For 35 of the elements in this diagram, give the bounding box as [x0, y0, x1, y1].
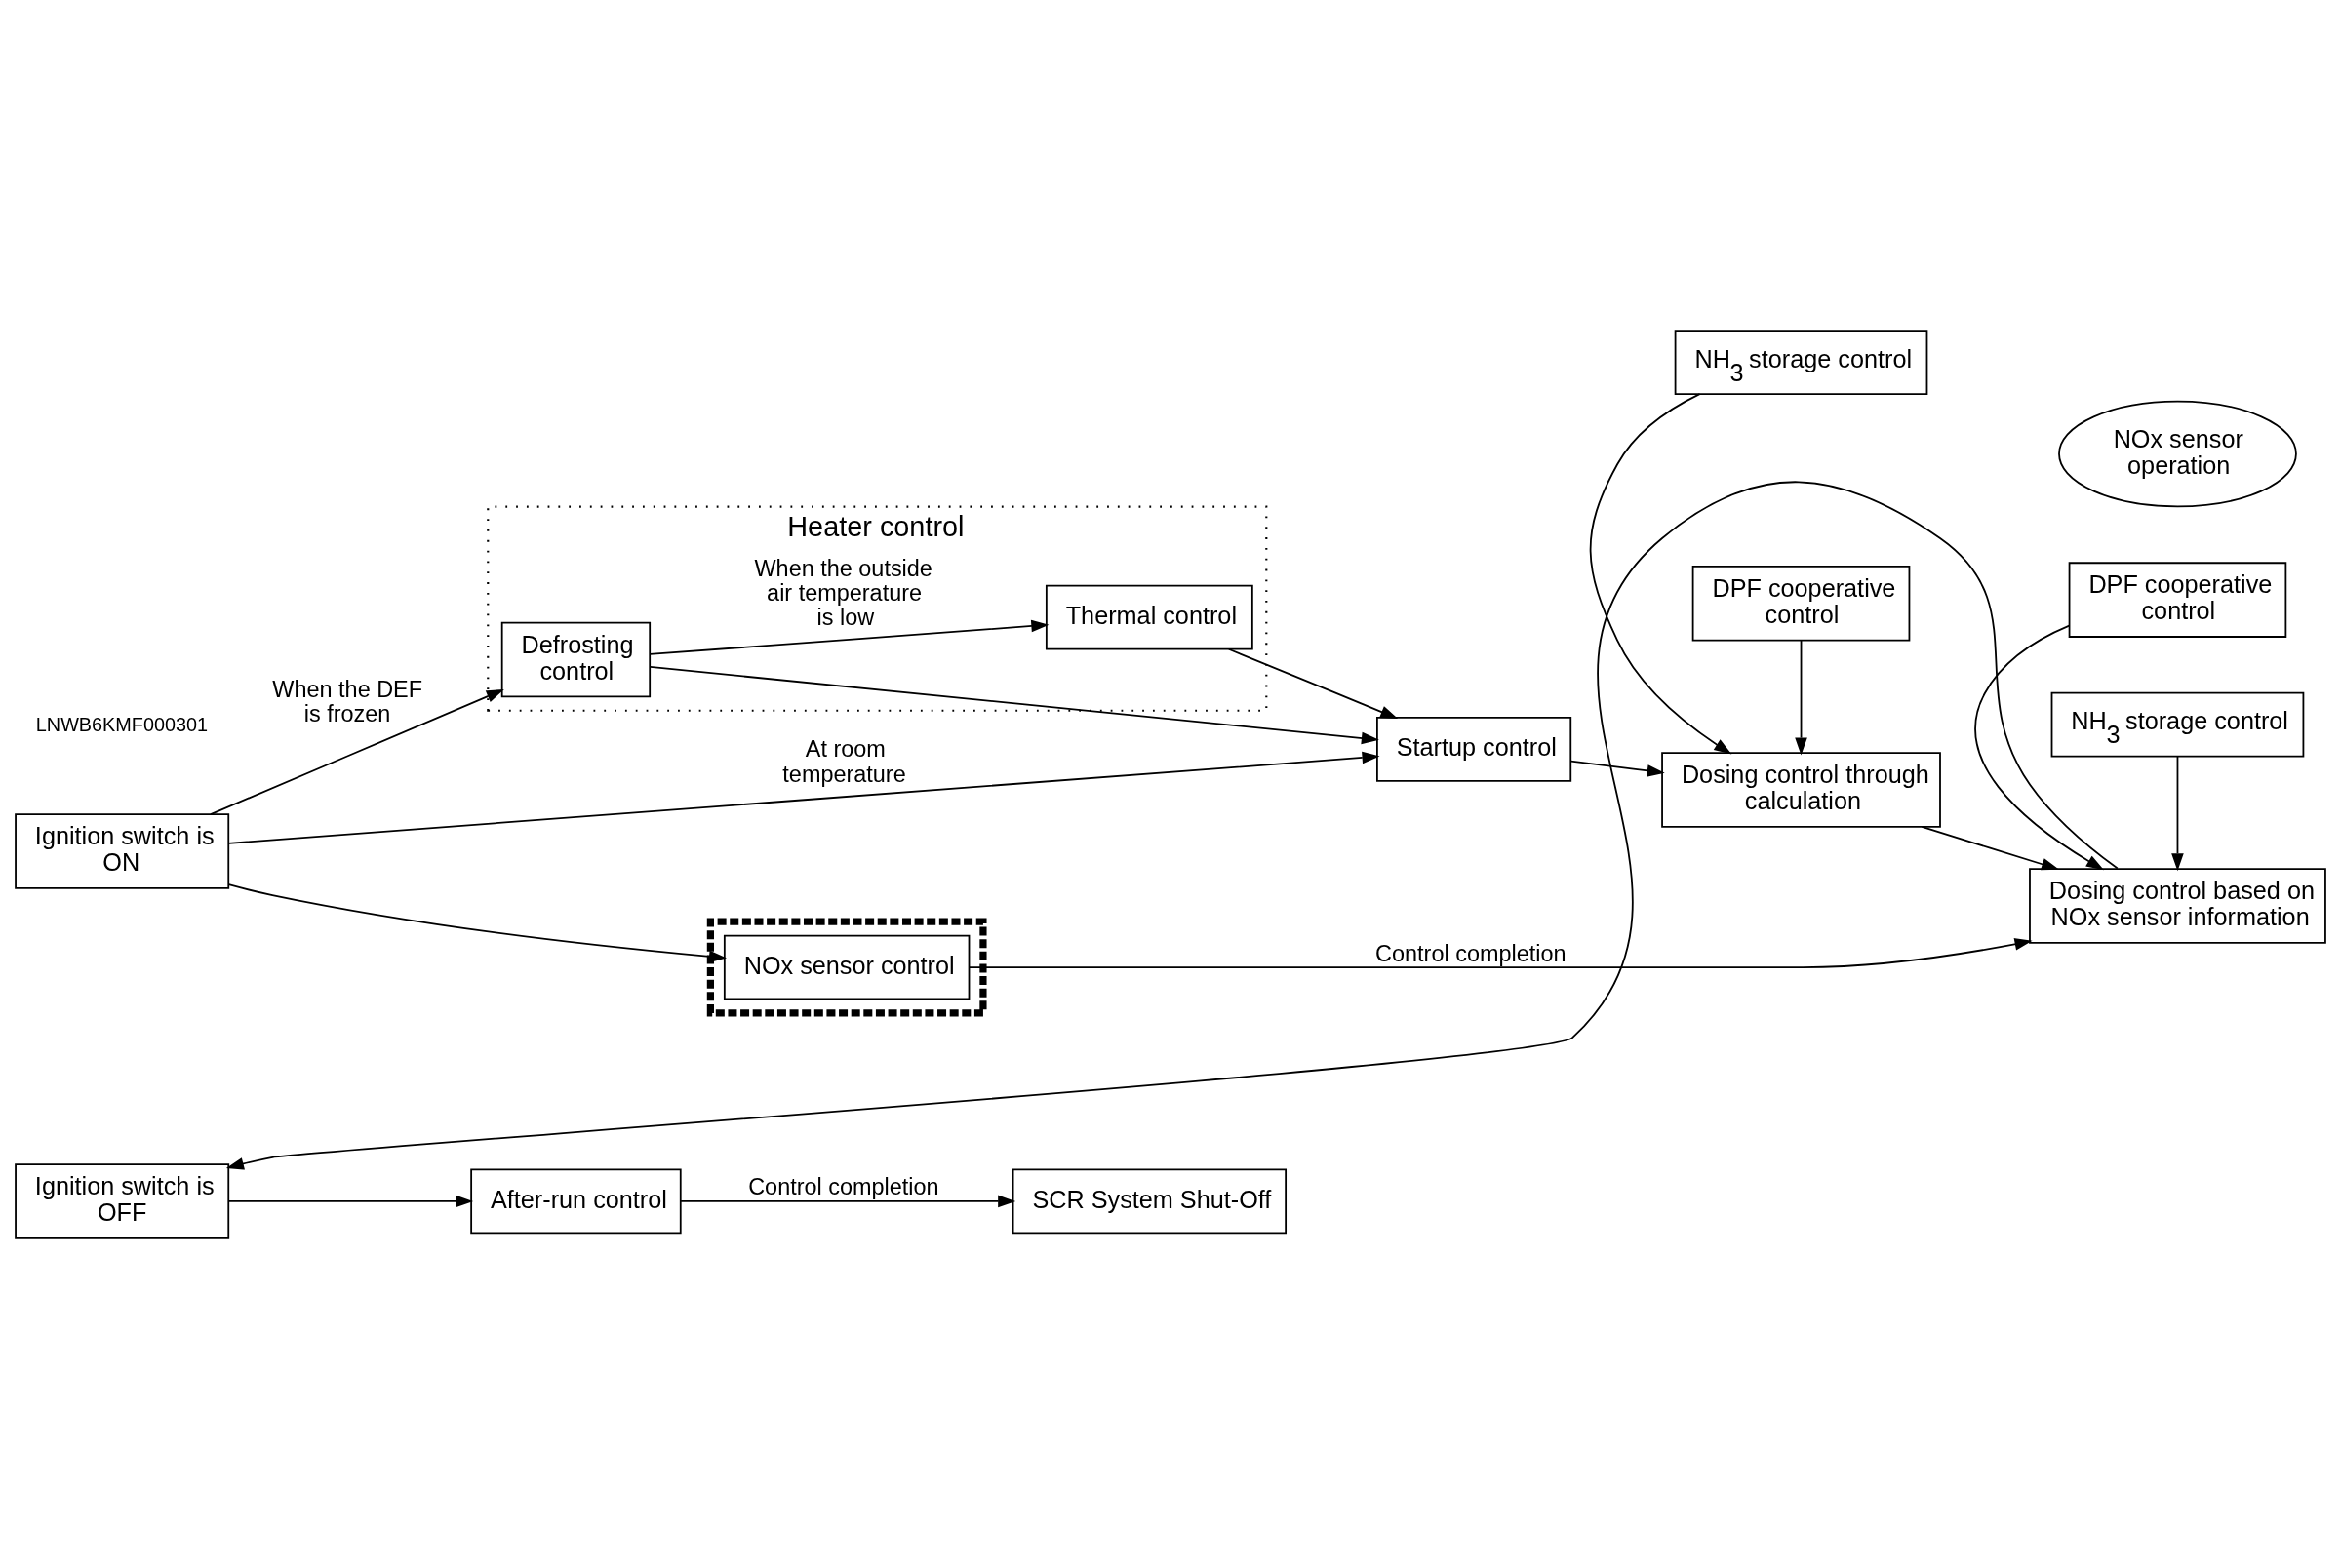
node-box: Ignition switch is OFF: [15, 1162, 230, 1239]
arrow: [1795, 639, 1807, 756]
arrow: [649, 619, 1050, 655]
arrow: [2171, 755, 2184, 871]
arrow: [227, 882, 727, 962]
node-box: After-run control: [470, 1168, 682, 1234]
node-box: Startup control: [1376, 716, 1572, 782]
arrow: [1589, 392, 1732, 754]
edge-label: When the outside air temperature is low: [754, 555, 932, 630]
node-box: Dosing control based on NOx sensor information: [2029, 867, 2326, 944]
edge-label: Control completion: [1375, 940, 1567, 966]
edge-label: Control completion: [748, 1173, 939, 1199]
arrow: [1227, 647, 1399, 719]
node-box: Thermal control: [1045, 584, 1253, 650]
node-box: DPF cooperative control: [1691, 565, 1911, 641]
arrow: [225, 480, 2119, 1170]
arrow: [680, 1195, 1016, 1207]
arrow: [968, 937, 2033, 968]
node-box: NOx sensor control: [723, 934, 971, 1000]
node-box: Defrosting control: [500, 621, 652, 697]
arrow: [210, 688, 504, 815]
arrow: [227, 1195, 474, 1207]
arrow: [1974, 624, 2104, 870]
arrow: [1569, 760, 1665, 777]
arrow: [1921, 825, 2060, 870]
node-box: Ignition switch is ON: [15, 812, 230, 889]
node-box: DPF cooperative control: [2068, 561, 2287, 638]
arrow: [227, 751, 1380, 844]
node-box: SCR System Shut-Off: [1012, 1168, 1288, 1234]
arrow: [649, 665, 1379, 744]
edge-label: At room temperature: [782, 735, 906, 787]
edge-label: When the DEF is frozen: [272, 676, 423, 726]
label: LNWB6KMF000301: [35, 713, 209, 735]
node-ellipse: NOx sensor operation: [2058, 400, 2297, 507]
node-box: Dosing control through calculation: [1661, 751, 1941, 828]
